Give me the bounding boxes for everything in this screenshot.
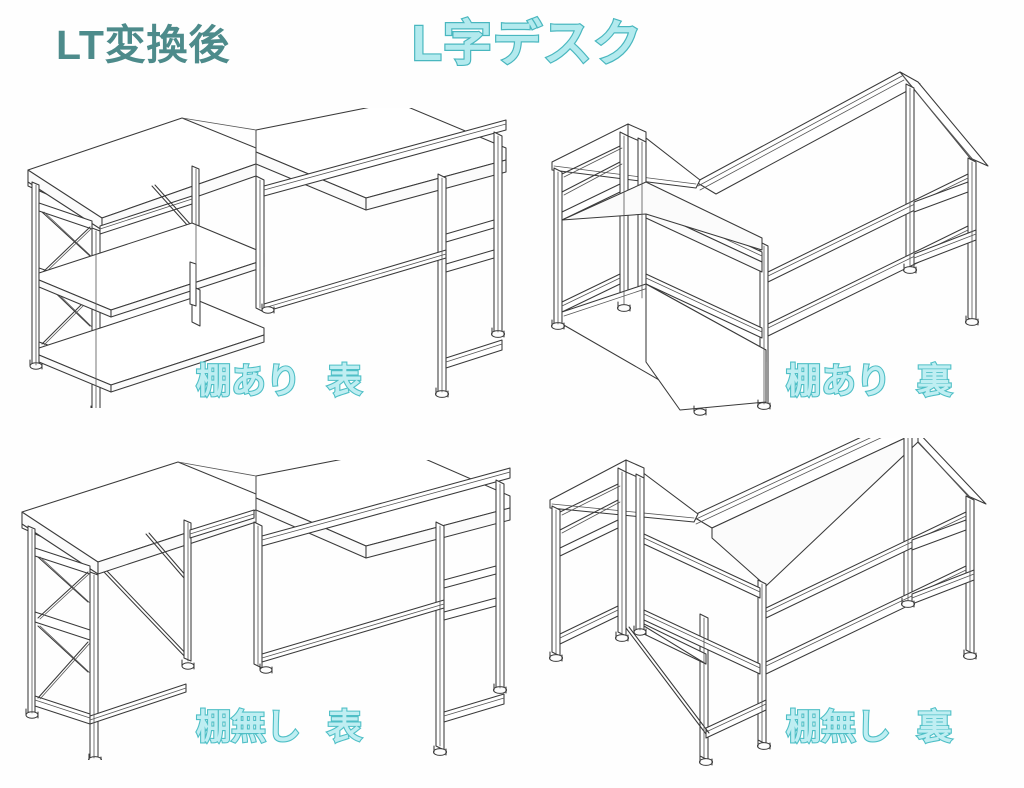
desk-shelf-front-drawing <box>6 108 514 408</box>
illustration-desk-noshelf-front <box>6 460 514 760</box>
caption-bottom-right: 棚無し裏 <box>785 708 953 747</box>
caption-tr-feature: 棚あり <box>785 362 892 401</box>
desk-noshelf-front-drawing <box>6 460 514 760</box>
illustration-desk-shelf-back <box>520 62 1020 418</box>
page-title-left: LT変換後 <box>56 22 231 68</box>
caption-top-right: 棚あり裏 <box>785 362 953 401</box>
caption-top-left: 棚あり表 <box>195 362 363 401</box>
page-title-right: L字デスク <box>411 17 643 71</box>
illustration-desk-noshelf-back <box>520 438 1020 768</box>
caption-br-feature: 棚無し <box>785 708 892 747</box>
illustration-desk-shelf-front <box>6 108 514 408</box>
desk-noshelf-back-drawing <box>520 438 1020 768</box>
caption-bottom-left: 棚無し表 <box>195 708 363 747</box>
caption-tl-feature: 棚あり <box>195 362 302 401</box>
desk-shelf-back-drawing <box>520 62 1020 418</box>
caption-bl-feature: 棚無し <box>195 708 302 747</box>
caption-bl-side: 表 <box>326 708 363 747</box>
caption-br-side: 裏 <box>916 708 953 747</box>
caption-tl-side: 表 <box>326 362 363 401</box>
caption-tr-side: 裏 <box>916 362 953 401</box>
